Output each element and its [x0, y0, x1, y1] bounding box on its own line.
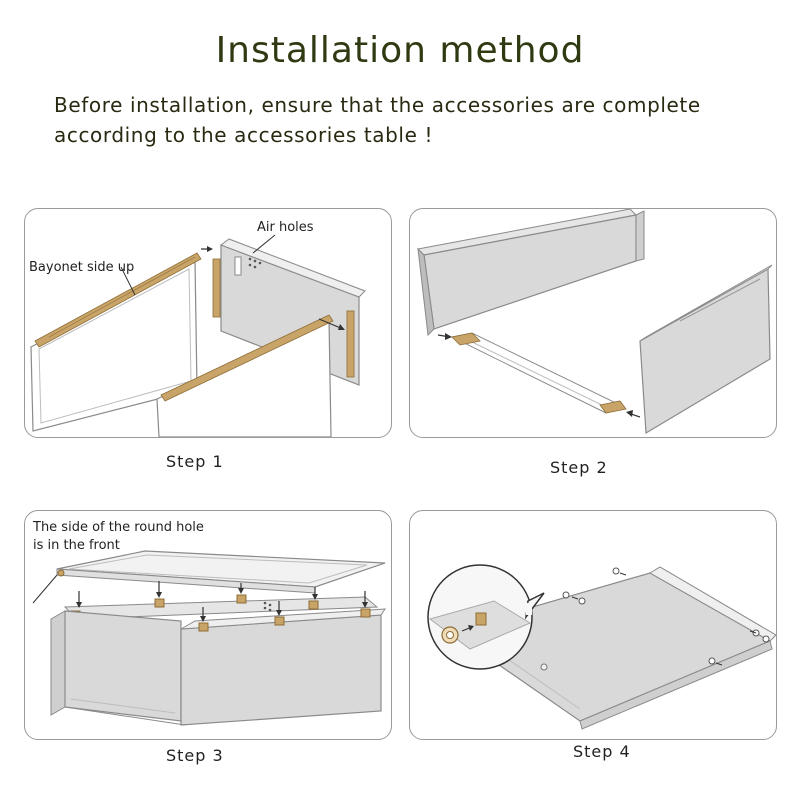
step-4-panel — [409, 510, 777, 740]
air-holes-label: Air holes — [257, 220, 314, 235]
step-4-illustration — [427, 564, 776, 730]
step-1-label: Step 1 — [166, 452, 224, 471]
round-hole-label-line-1: The side of the round hole — [33, 520, 204, 535]
step-3-label: Step 3 — [166, 746, 224, 765]
step-1-panel: Bayonet side up Air holes — [24, 208, 392, 438]
bayonet-side-up-label: Bayonet side up — [29, 260, 135, 275]
round-hole-label-line-2: is in the front — [33, 538, 120, 553]
step-2-panel — [409, 208, 777, 438]
page-title: Installation method — [215, 30, 585, 71]
step-1-illustration — [30, 234, 366, 437]
step-3-illustration — [32, 550, 386, 726]
step-4-label: Step 4 — [573, 742, 631, 761]
step-3-panel: The side of the round hole is in the fro… — [24, 510, 392, 740]
intro-text: Before installation, ensure that the acc… — [54, 93, 701, 147]
step-2-illustration — [416, 209, 773, 435]
step-2-label: Step 2 — [550, 458, 608, 477]
